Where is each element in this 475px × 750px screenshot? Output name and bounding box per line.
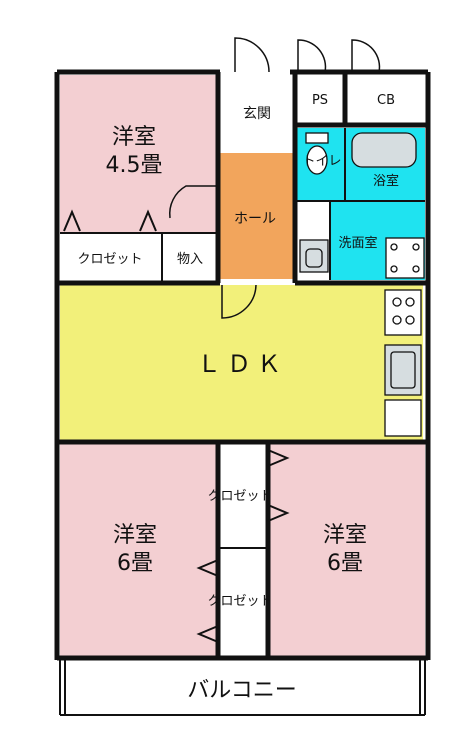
ldk-label: ＬＤＫ: [197, 350, 287, 378]
room-left-fill: [60, 444, 216, 656]
room-left-size: 6畳: [117, 551, 153, 576]
washing-machine-pan-icon: [385, 237, 425, 279]
room-right-title: 洋室: [323, 523, 367, 548]
room-right-size: 6畳: [327, 551, 363, 576]
closet-mid-upper-label: クロゼット: [207, 489, 272, 504]
storage-top-fill: [60, 233, 217, 281]
ps-label: PS: [312, 93, 328, 108]
counter: [384, 399, 422, 437]
ldk-fill: [60, 285, 423, 440]
toilet-icon: [305, 132, 329, 175]
balcony-fill: [60, 660, 425, 715]
storage-label: 物入: [177, 252, 203, 267]
closet-mid-lower-label: クロゼット: [207, 594, 272, 609]
closet-top-label: クロゼット: [77, 252, 142, 267]
washbasin-icon: [299, 239, 329, 273]
genkan-fill: [220, 75, 294, 153]
hall-fill: [220, 153, 294, 279]
bath-label: 浴室: [373, 173, 399, 189]
room-top-size: 4.5畳: [106, 153, 163, 178]
bathtub-icon: [351, 132, 417, 168]
closet-door-icon: [63, 209, 290, 643]
stove-icon: [384, 289, 422, 336]
balcony-label: バルコニー: [187, 678, 297, 703]
genkan-label: 玄関: [243, 105, 271, 122]
washroom-label: 洗面室: [338, 235, 377, 251]
toilet-label: トイレ: [302, 154, 341, 169]
sliding-window-icon: [85, 71, 400, 443]
cb-label: CB: [377, 93, 395, 108]
door-swing-icon: [168, 37, 381, 319]
room-top-fill: [60, 75, 217, 233]
hall-label: ホール: [234, 211, 276, 227]
thin-walls: [59, 128, 426, 716]
room-left-title: 洋室: [113, 523, 157, 548]
walls: [54, 69, 431, 661]
room-right-fill: [268, 444, 425, 656]
kitchen-sink-icon: [384, 344, 422, 396]
room-top-title: 洋室: [112, 125, 156, 150]
